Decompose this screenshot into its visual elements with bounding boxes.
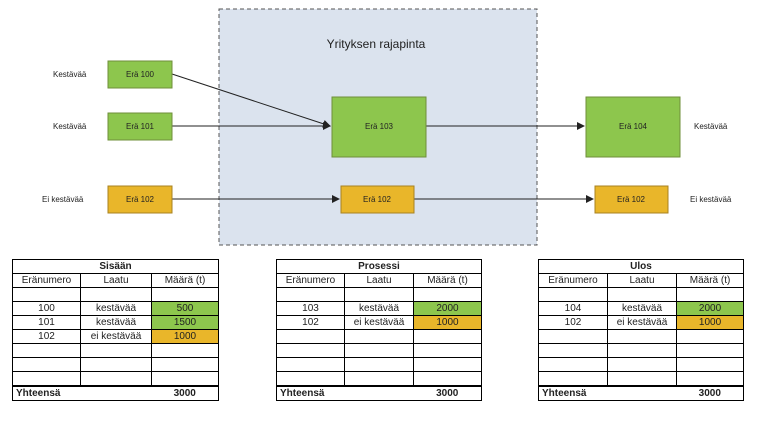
table-row: 102 ei kestävää 1000: [12, 329, 220, 344]
node-batch-100-side-label: Kestävää: [53, 70, 87, 79]
table-out-row-1-id: 102: [538, 315, 608, 330]
node-batch-100-label: Erä 100: [126, 70, 155, 79]
table-in-row-2-quality: ei kestävää: [80, 329, 152, 344]
table-in-header-id: Eränumero: [12, 273, 81, 288]
table-in-title: Sisään: [11, 259, 220, 274]
table-row: 102 ei kestävää 1000: [538, 315, 745, 330]
table-out-row-0-id: 104: [538, 301, 608, 316]
table-process: Prosessi Eränumero Laatu Määrä (t) 103 k…: [276, 259, 482, 401]
table-in-row-0-quality: kestävää: [80, 301, 152, 316]
table-out-total-label: Yhteensä: [538, 385, 608, 401]
table-in-row-1-quality: kestävää: [80, 315, 152, 330]
table-out-header-quality: Laatu: [607, 273, 677, 288]
node-batch-101-side-label: Kestävää: [53, 122, 87, 131]
node-batch-102-mid: [340, 185, 415, 214]
table-process-header-quality: Laatu: [344, 273, 414, 288]
table-out-row-0-amount: 2000: [675, 301, 745, 316]
table-out-row-0-quality: kestävää: [607, 301, 677, 316]
table-process-row-1-amount: 1000: [413, 315, 482, 330]
table-in: Sisään Eränumero Laatu Määrä (t) 100 kes…: [11, 259, 220, 401]
table-out-row-1-amount: 1000: [675, 315, 745, 330]
table-process-total-value: 3000: [413, 385, 482, 401]
table-in-row-1-id: 101: [12, 315, 81, 330]
table-out-row-1-quality: ei kestävää: [607, 315, 677, 330]
node-batch-102-in-label: Erä 102: [126, 195, 155, 204]
table-row: 100 kestävää 500: [12, 301, 220, 316]
table-in-row-0-amount: 500: [150, 301, 220, 316]
node-batch-102-in: [107, 185, 173, 214]
table-in-total-label: Yhteensä: [12, 385, 81, 401]
table-process-total-label: Yhteensä: [276, 385, 345, 401]
table-out-header-amount: Määrä (t): [675, 273, 745, 288]
table-in-row-0-id: 100: [12, 301, 81, 316]
table-process-row-1-id: 102: [276, 315, 345, 330]
node-batch-101: [107, 112, 173, 141]
table-row: 104 kestävää 2000: [538, 301, 745, 316]
table-process-title: Prosessi: [276, 259, 482, 274]
node-batch-104-side-label: Kestävää: [694, 122, 728, 131]
table-out-header-id: Eränumero: [538, 273, 608, 288]
table-out-total-value: 3000: [676, 385, 745, 401]
table-in-header-amount: Määrä (t): [150, 273, 220, 288]
arrow-100-to-103: [171, 73, 331, 128]
table-in-row-2-amount: 1000: [150, 329, 220, 344]
table-process-row-0-quality: kestävää: [344, 301, 414, 316]
table-process-row-0-amount: 2000: [413, 301, 482, 316]
node-batch-100: [107, 60, 173, 89]
table-process-header-id: Eränumero: [276, 273, 345, 288]
node-batch-102-out: [594, 185, 669, 214]
flow-diagram: Yrityksen rajapinta Erä 100 Kestävää Erä…: [42, 8, 732, 246]
table-process-row-0-id: 103: [276, 301, 345, 316]
node-batch-104-label: Erä 104: [619, 122, 648, 131]
node-batch-104: [585, 96, 681, 158]
table-row: 103 kestävää 2000: [276, 301, 482, 316]
table-out: Ulos Eränumero Laatu Määrä (t) 104 kestä…: [537, 259, 745, 401]
node-batch-101-label: Erä 101: [126, 122, 155, 131]
node-batch-103-label: Erä 103: [365, 122, 394, 131]
table-process-header-amount: Määrä (t): [413, 273, 482, 288]
node-batch-102-out-label: Erä 102: [617, 195, 646, 204]
table-out-title: Ulos: [537, 259, 745, 274]
boundary-title: Yrityksen rajapinta: [327, 37, 426, 51]
table-row: 102 ei kestävää 1000: [276, 315, 482, 330]
table-row: 101 kestävää 1500: [12, 315, 220, 330]
table-in-total-value: 3000: [151, 385, 220, 401]
node-batch-103: [331, 96, 427, 158]
node-batch-102-out-side-label: Ei kestävää: [690, 195, 732, 204]
table-in-row-2-id: 102: [12, 329, 81, 344]
node-batch-102-mid-label: Erä 102: [363, 195, 392, 204]
table-process-row-1-quality: ei kestävää: [344, 315, 414, 330]
table-in-header-quality: Laatu: [80, 273, 152, 288]
table-in-row-1-amount: 1500: [150, 315, 220, 330]
node-batch-102-in-side-label: Ei kestävää: [42, 195, 84, 204]
